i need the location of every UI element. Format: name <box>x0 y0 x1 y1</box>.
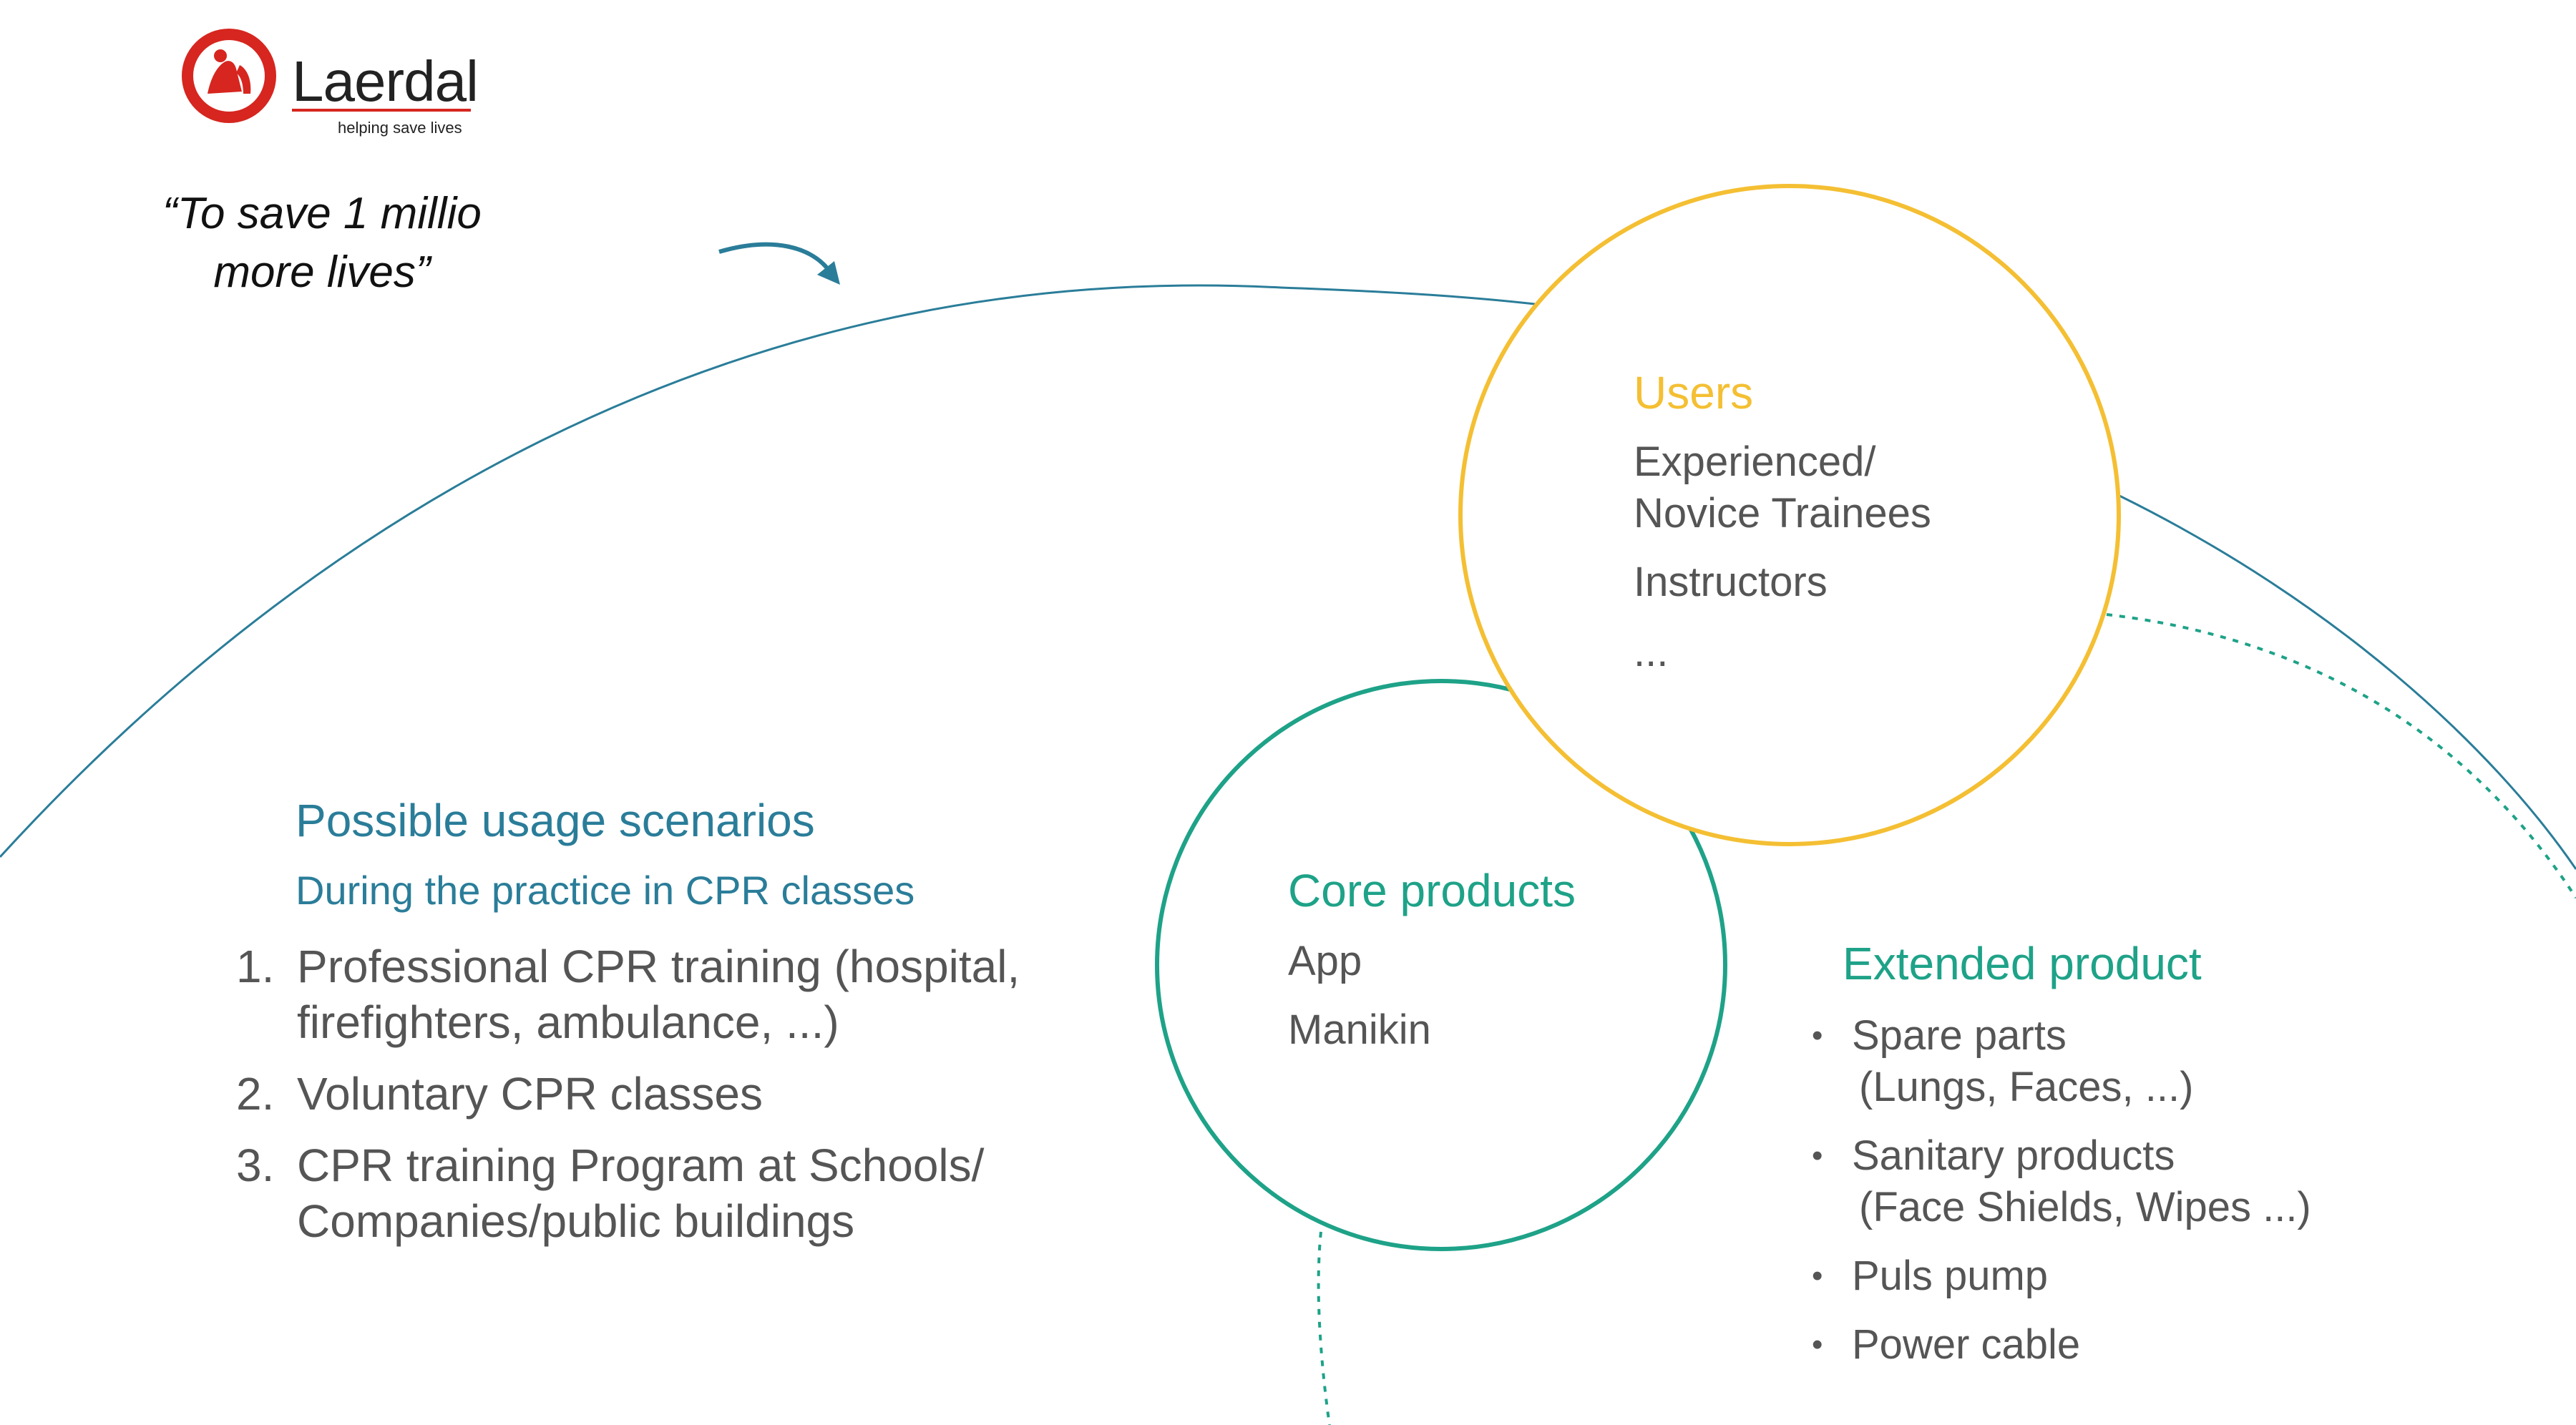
extended-dotted-arc <box>2106 613 2576 899</box>
extended-item-sub: (Face Shields, Wipes ...) <box>1859 1184 2311 1230</box>
scenario-number: 1. <box>236 941 275 992</box>
bullet-icon: • <box>1812 1018 1823 1053</box>
scenario-line: firefighters, ambulance, ...) <box>297 996 839 1048</box>
scenario-line: Voluntary CPR classes <box>297 1068 763 1120</box>
users-circle <box>1458 184 2121 846</box>
scenarios-list: 1. Professional CPR training (hospital, … <box>236 939 1020 1265</box>
scenario-item: 3. CPR training Program at Schools/ Comp… <box>236 1137 1020 1249</box>
extended-product-item: • Spare parts (Lungs, Faces, ...) <box>1812 1010 2311 1113</box>
outer-arc-right <box>2119 494 2576 870</box>
brand-tagline: helping save lives <box>338 119 462 137</box>
arrow-head <box>817 261 840 285</box>
scenario-line: Companies/public buildings <box>297 1195 855 1247</box>
bullet-icon: • <box>1812 1138 1823 1173</box>
curved-arrow <box>718 242 832 273</box>
users-item: ... <box>1634 629 1669 675</box>
bullet-icon: • <box>1812 1258 1823 1293</box>
outer-arc <box>0 284 1536 858</box>
users-item: Instructors <box>1634 559 1828 605</box>
extended-item-label: Sanitary products <box>1852 1132 2175 1179</box>
core-products-item: Manikin <box>1288 1007 1431 1053</box>
brand-underline <box>292 109 471 112</box>
core-products-item: App <box>1288 938 1362 984</box>
extended-product-list: • Spare parts (Lungs, Faces, ...) • Sani… <box>1812 1010 2311 1388</box>
extended-item-label: Power cable <box>1852 1321 2081 1368</box>
scenario-line: Professional CPR training (hospital, <box>297 941 1020 992</box>
extended-product-heading: Extended product <box>1843 938 2202 989</box>
extended-item-label: Puls pump <box>1852 1253 2049 1299</box>
core-products-circle <box>1155 679 1727 1251</box>
mission-quote: “To save 1 millio more lives” <box>79 185 565 302</box>
scenario-number: 3. <box>236 1140 275 1191</box>
core-dotted-line <box>1317 1231 1331 1425</box>
core-products-heading: Core products <box>1288 865 1576 916</box>
users-heading: Users <box>1634 367 1754 418</box>
quote-line-2: more lives” <box>213 248 431 297</box>
laerdal-logo: Laerdal helping save lives <box>179 26 479 147</box>
scenario-line: CPR training Program at Schools/ <box>297 1140 985 1191</box>
users-item: Experienced/ <box>1634 439 1876 485</box>
laerdal-logo-icon <box>182 29 276 123</box>
extended-product-item: • Power cable <box>1812 1319 2311 1371</box>
extended-product-item: • Sanitary products (Face Shields, Wipes… <box>1812 1130 2311 1233</box>
extended-item-label: Spare parts <box>1852 1012 2067 1059</box>
scenario-number: 2. <box>236 1068 275 1120</box>
scenarios-subheading: During the practice in CPR classes <box>296 868 915 913</box>
scenarios-heading: Possible usage scenarios <box>296 795 815 846</box>
scenario-item: 2. Voluntary CPR classes <box>236 1066 1020 1122</box>
users-item: Novice Trainees <box>1634 490 1931 537</box>
quote-line-1: “To save 1 millio <box>162 189 482 238</box>
scenario-item: 1. Professional CPR training (hospital, … <box>236 939 1020 1050</box>
extended-item-sub: (Lungs, Faces, ...) <box>1859 1064 2194 1110</box>
brand-name: Laerdal <box>292 49 479 113</box>
extended-product-item: • Puls pump <box>1812 1250 2311 1302</box>
bullet-icon: • <box>1812 1327 1823 1362</box>
